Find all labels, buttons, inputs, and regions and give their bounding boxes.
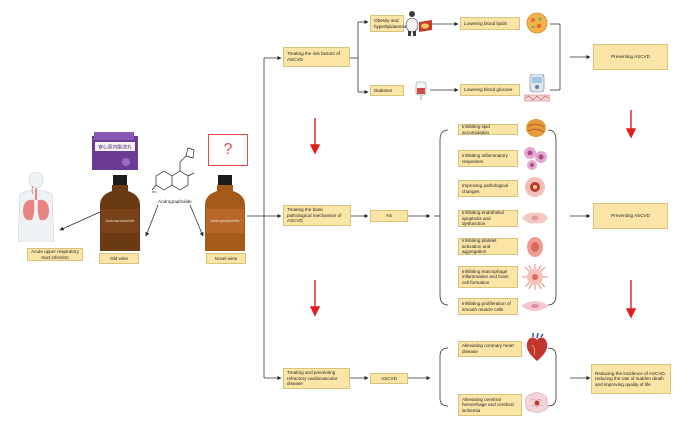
mechanism-item-1: Inhibiting inflammatory responses	[458, 150, 518, 167]
mechanism-item-6-label: Inhibiting proliferation of smooth muscl…	[462, 300, 511, 312]
respiratory-body-icon	[17, 171, 55, 242]
old-wine-label: Old wine	[110, 255, 128, 261]
coronary-box: Alleviating coronary heart disease	[458, 341, 522, 357]
mechanism-item-2-label: Improving pathological changes	[462, 182, 508, 194]
cerebral-box: Alleviating cerebral hemorrhage and cere…	[458, 394, 522, 416]
novel-wine-bottle: Andrographolide	[205, 175, 245, 251]
question-mark: ?	[223, 141, 233, 158]
preventing-ascvd-top-box: Preventing ASCVD	[593, 44, 668, 70]
pathological-cell-icon	[525, 177, 545, 197]
svg-text:HO: HO	[152, 190, 157, 194]
novel-wine-label: Novel wine	[214, 255, 238, 261]
lower-lipids-box: Lowering blood lipids	[460, 17, 520, 30]
coronary-label: Alleviating coronary heart disease	[462, 343, 514, 354]
obese-person-icon	[405, 11, 432, 36]
risk-factors-label: Treating the risk factors of ASCVD	[287, 51, 340, 62]
as-label: AS	[385, 213, 393, 219]
package-text: 穿心莲内酯滴丸	[98, 144, 132, 151]
refractory-label: Treating and preventing refractory cardi…	[287, 370, 338, 387]
acute-infection-label: Acute upper respiratory tract infection	[31, 248, 79, 260]
mechanism-item-4-label: Inhibiting platelet activation and aggre…	[462, 238, 497, 255]
question-box: ?	[208, 134, 248, 166]
brain-icon	[525, 392, 548, 413]
mechanism-item-3-label: Inhibiting endothelial apoptosis and dys…	[462, 210, 504, 227]
mechanism-item-5: Inhibiting macrophage inflammation and f…	[458, 266, 518, 288]
diabetes-label: Diabetes	[374, 87, 393, 93]
old-wine-bottle: Andrographolide	[100, 175, 140, 251]
risk-factors-box: Treating the risk factors of ASCVD	[283, 47, 350, 67]
lower-lipids-label: Lowering blood lipids	[464, 20, 507, 26]
red-arrow-right-bottom	[625, 280, 637, 319]
red-arrow-right-top	[625, 110, 637, 139]
mechanism-item-6: Inhibiting proliferation of smooth muscl…	[458, 298, 518, 315]
arrow-to-old-wine	[145, 204, 159, 237]
mechanism-item-2: Improving pathological changes	[458, 180, 518, 197]
mechanism-item-4: Inhibiting platelet activation and aggre…	[458, 238, 518, 255]
refractory-box: Treating and preventing refractory cardi…	[283, 368, 350, 389]
mechanism-item-3: Inhibiting endothelial apoptosis and dys…	[458, 210, 518, 227]
glucose-meter-icon	[524, 74, 550, 102]
platelet-icon	[527, 237, 543, 257]
ascvd-box: ASCVD	[370, 373, 408, 384]
andrographolide-label: Andrographolide	[158, 199, 192, 204]
macrophage-icon	[522, 264, 548, 290]
basic-mechanism-box: Treating the basic pathological mechanis…	[283, 205, 351, 226]
inflammatory-cells-icon	[524, 147, 547, 170]
obesity-label: Obesity and hyperlipidaemia	[374, 17, 407, 29]
mechanism-item-0: Inhibiting lipid accumulation	[458, 124, 518, 135]
cerebral-label: Alleviating cerebral hemorrhage and cere…	[462, 396, 514, 413]
mechanism-item-0-label: Inhibiting lipid accumulation	[462, 123, 490, 135]
arrow-to-respiratory	[59, 211, 101, 231]
iv-bag-icon	[415, 81, 427, 100]
lower-glucose-label: Lowering blood glucose	[464, 87, 513, 93]
as-box: AS	[370, 210, 408, 222]
outcome-label: Reducing the incidence of ASCVD, reducin…	[595, 370, 666, 387]
novel-wine-bottle-label: Andrographolide	[210, 219, 239, 223]
lower-glucose-box: Lowering blood glucose	[460, 84, 520, 96]
smooth-muscle-cell-icon	[521, 301, 549, 311]
mechanism-item-5-label: Inhibiting macrophage inflammation and f…	[462, 268, 509, 285]
old-wine-box: Old wine	[99, 253, 139, 264]
outcome-box: Reducing the incidence of ASCVD, reducin…	[591, 364, 671, 394]
old-wine-bottle-label: Andrographolide	[105, 219, 134, 223]
lipid-cell-icon	[526, 12, 548, 34]
preventing-ascvd-top-label: Preventing ASCVD	[611, 54, 650, 60]
heart-icon	[526, 333, 548, 361]
lipid-droplet-icon	[526, 119, 546, 137]
ascvd-label: ASCVD	[381, 375, 397, 381]
obesity-box: Obesity and hyperlipidaemia	[370, 15, 407, 32]
diabetes-box: Diabetes	[370, 85, 404, 96]
red-arrow-left-top	[309, 118, 321, 155]
arrow-to-novel-wine	[189, 204, 204, 237]
acute-infection-box: Acute upper respiratory tract infection	[27, 248, 83, 261]
red-arrow-left-bottom	[309, 280, 321, 317]
mechanism-item-1-label: Inhibiting inflammatory responses	[462, 152, 508, 164]
andrographolide-structure-icon: HO	[151, 147, 195, 194]
preventing-ascvd-middle-box: Preventing ASCVD	[593, 203, 668, 229]
medicine-package-icon: 穿心莲内酯滴丸	[92, 132, 138, 170]
preventing-ascvd-middle-label: Preventing ASCVD	[611, 213, 650, 219]
endothelial-cell-icon	[522, 212, 548, 224]
basic-mechanism-label: Treating the basic pathological mechanis…	[287, 207, 342, 224]
novel-wine-box: Novel wine	[206, 253, 246, 264]
